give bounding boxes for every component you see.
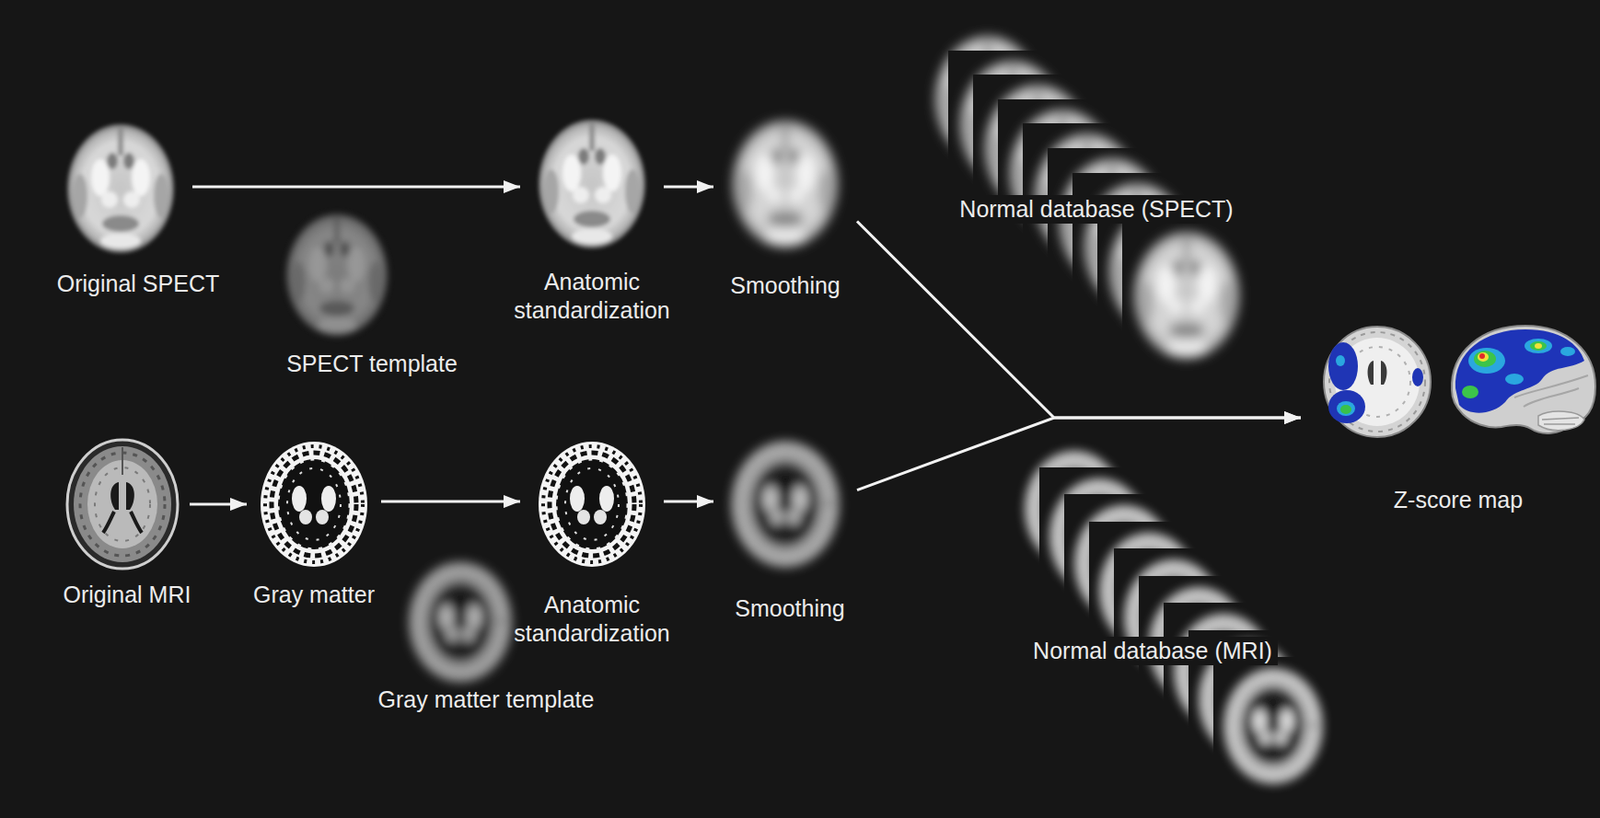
flow-arrow <box>192 185 521 189</box>
node-label: Normal database (SPECT) <box>953 195 1239 224</box>
flow-arrow <box>189 503 247 507</box>
image-node: Gray matter <box>246 440 382 569</box>
image-node: Anatomic standardization <box>520 440 664 569</box>
node-label: Anatomic standardization <box>499 591 685 649</box>
image-node: Anatomic standardization <box>520 115 664 254</box>
gray-matter-standardized <box>538 441 646 568</box>
image-node: Smoothing <box>713 440 858 569</box>
node-label: Gray matter template <box>378 685 595 715</box>
node-label: Normal database (MRI) <box>1027 637 1278 666</box>
node-label: Z-score map <box>1393 486 1523 515</box>
node-label: Anatomic standardization <box>499 267 685 325</box>
image-node: Normal database (SPECT) <box>923 25 1253 370</box>
spect-original <box>67 124 174 254</box>
node-label: Smoothing <box>730 271 841 301</box>
spect-standardized <box>538 119 646 249</box>
image-node: Normal database (MRI) <box>1014 440 1335 798</box>
flow-arrow <box>381 500 521 504</box>
flow-arrow <box>663 500 714 504</box>
spect-smoothed <box>731 119 839 249</box>
zscore-sagittal <box>1451 325 1596 434</box>
node-label: Original MRI <box>63 580 192 610</box>
flow-arrow <box>857 221 1301 419</box>
zscore-axial <box>1323 326 1431 438</box>
gray-matter-smoothed <box>731 441 839 568</box>
flow-arrow <box>857 417 1301 491</box>
image-node: Gray matter template <box>406 563 514 682</box>
gray-matter <box>260 441 368 568</box>
node-label: Gray matter <box>253 580 375 610</box>
node-label: Smoothing <box>734 594 846 624</box>
spect-template <box>286 214 388 337</box>
image-node: Z-score map <box>1300 321 1599 439</box>
image-node: Original MRI <box>55 440 190 569</box>
node-label: Original SPECT <box>57 269 220 299</box>
mri-database-stack <box>1014 440 1334 796</box>
image-node: Original SPECT <box>48 119 193 258</box>
flow-arrow <box>663 185 714 189</box>
image-node: SPECT template <box>268 206 406 345</box>
image-node: Smoothing <box>713 115 858 254</box>
gray-matter-template <box>409 562 511 682</box>
mri-original <box>67 440 178 569</box>
node-label: SPECT template <box>286 349 458 379</box>
spect-database-stack <box>923 25 1252 370</box>
